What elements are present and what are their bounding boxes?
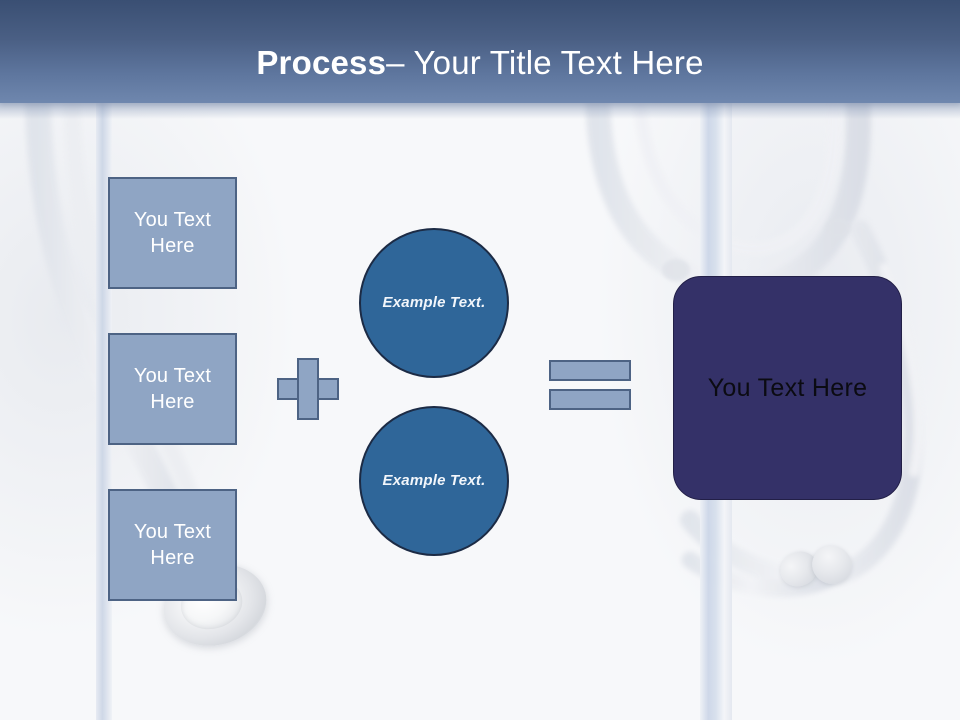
input-box-2-label: You Text Here (133, 364, 212, 413)
input-box-2[interactable]: You Text Here (108, 333, 237, 445)
slide-header-band (0, 0, 960, 103)
example-circle-2[interactable]: Example Text. (359, 406, 509, 556)
result-box-label: You Text Here (707, 373, 868, 402)
equals-icon (549, 360, 631, 412)
page-title-strong: Process (256, 43, 387, 81)
equals-icon-top-bar (549, 360, 631, 381)
example-circle-1-label: Example Text. (382, 294, 486, 312)
input-box-3-label: You Text Here (133, 520, 212, 569)
plus-icon-center (299, 380, 317, 398)
example-circle-1[interactable]: Example Text. (359, 228, 509, 378)
page-title-rest: – Your Title Text Here (386, 43, 704, 81)
plus-icon (277, 358, 339, 420)
stethoscope-earpiece-right-icon (807, 540, 857, 590)
stethoscope-earpiece-left-icon (774, 545, 824, 593)
slide-header-fade (0, 103, 960, 119)
input-box-3[interactable]: You Text Here (108, 489, 237, 601)
page-title: Process – Your Title Text Here (0, 0, 960, 103)
input-box-1[interactable]: You Text Here (108, 177, 237, 289)
input-box-1-label: You Text Here (133, 208, 212, 257)
example-circle-2-label: Example Text. (382, 472, 486, 490)
equals-icon-bottom-bar (549, 389, 631, 410)
result-box[interactable]: You Text Here (673, 276, 902, 500)
